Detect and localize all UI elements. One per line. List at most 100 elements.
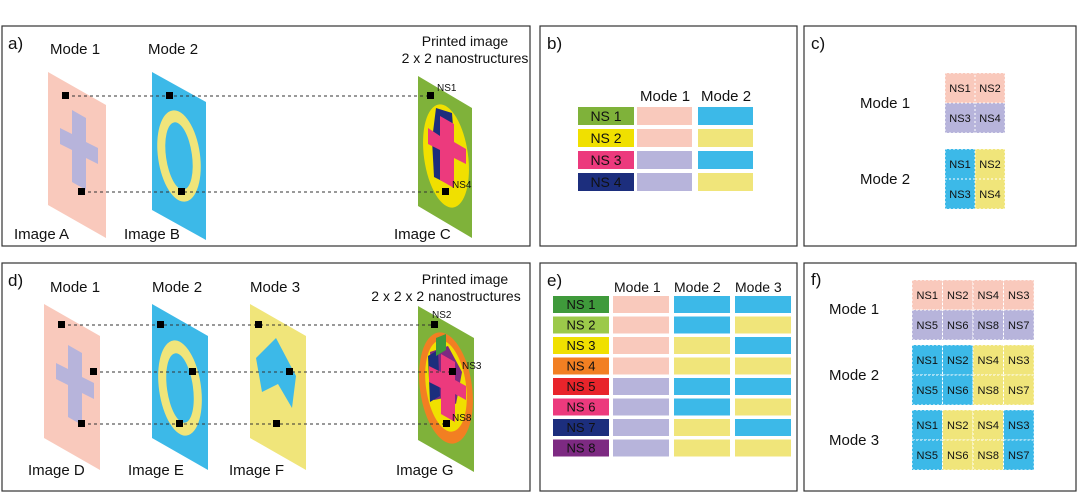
ns-label: NS 3 bbox=[567, 338, 596, 353]
grid-cell-label: NS8 bbox=[978, 320, 999, 332]
grid-cell bbox=[974, 72, 1006, 104]
mode1-cell bbox=[613, 296, 669, 313]
pixel-marker bbox=[431, 321, 438, 328]
grid-cell-label: NS5 bbox=[917, 385, 938, 397]
ns-swatch bbox=[553, 337, 609, 354]
grid-cell-label: NS1 bbox=[917, 420, 938, 432]
mode3-cell bbox=[735, 337, 791, 354]
image-g-darkgreen bbox=[436, 334, 446, 356]
mode1-cell bbox=[637, 129, 692, 147]
grid-cell-label: NS6 bbox=[947, 450, 968, 462]
mode3-cell bbox=[735, 398, 791, 416]
mode1-cell bbox=[613, 316, 669, 334]
panel-d-mode1-label: Mode 1 bbox=[50, 279, 100, 296]
grid-cell-label: NS3 bbox=[1008, 290, 1029, 302]
image-c-label: Image C bbox=[394, 226, 451, 243]
grid-cell-label: NS3 bbox=[1008, 355, 1029, 367]
panel-a-ns-top-label: NS1 bbox=[437, 83, 457, 94]
mode2-cell bbox=[674, 316, 730, 334]
pixel-marker bbox=[273, 420, 280, 427]
panel-d-printed-subtitle: 2 x 2 x 2 nanostructures bbox=[371, 288, 520, 304]
ns-label: NS 3 bbox=[590, 152, 621, 168]
pixel-marker bbox=[442, 188, 449, 195]
ns-swatch bbox=[553, 296, 609, 313]
image-e-ring-inner bbox=[166, 353, 194, 423]
grid-cell-label: NS4 bbox=[978, 290, 999, 302]
grid-cell bbox=[942, 279, 974, 311]
panel-e: e) Mode 1 Mode 2 Mode 3 NS 1NS 2NS 3NS 4… bbox=[539, 262, 798, 492]
panel-d-mode2-label: Mode 2 bbox=[152, 279, 202, 296]
grid-cell-label: NS1 bbox=[949, 159, 970, 171]
panel-f-letter: f) bbox=[811, 270, 821, 289]
panel-e-letter: e) bbox=[547, 271, 562, 290]
ns-label: NS 6 bbox=[567, 400, 596, 415]
grid-cell-label: NS3 bbox=[949, 113, 970, 125]
panel-d-ns-top-label: NS2 bbox=[432, 310, 452, 321]
mode1-cell bbox=[613, 378, 669, 395]
grid-cell-label: NS4 bbox=[979, 189, 1000, 201]
grid-cell-label: NS1 bbox=[917, 290, 938, 302]
grid-cell bbox=[974, 102, 1006, 134]
grid-cell bbox=[974, 148, 1006, 180]
mode2-cell bbox=[674, 357, 730, 375]
panel-d-ns-bottom-label: NS8 bbox=[452, 413, 472, 424]
ns-swatch bbox=[553, 378, 609, 395]
grid-cell-label: NS3 bbox=[1008, 420, 1029, 432]
pixel-marker bbox=[427, 92, 434, 99]
mode2-cell bbox=[674, 378, 730, 395]
image-b-label: Image B bbox=[124, 226, 180, 243]
grid-cell-label: NS2 bbox=[947, 355, 968, 367]
ns-swatch bbox=[553, 398, 609, 416]
ns-swatch bbox=[578, 129, 634, 147]
grid-cell bbox=[942, 374, 974, 406]
pixel-marker bbox=[78, 188, 85, 195]
pixel-marker bbox=[443, 420, 450, 427]
grid-cell bbox=[1003, 279, 1035, 311]
panel-a: a) Mode 1 Mode 2 Printed image 2 x 2 nan… bbox=[1, 25, 531, 247]
image-d-label: Image D bbox=[28, 462, 85, 479]
grid-cell-label: NS5 bbox=[917, 320, 938, 332]
mode2-cell bbox=[674, 296, 730, 313]
panel-c-mode1-label: Mode 1 bbox=[860, 95, 910, 112]
mode3-cell bbox=[735, 357, 791, 375]
mode2-cell bbox=[674, 337, 730, 354]
ns-swatch bbox=[553, 439, 609, 457]
grid-cell-label: NS1 bbox=[949, 83, 970, 95]
ns-swatch bbox=[553, 316, 609, 334]
grid-cell bbox=[972, 439, 1004, 471]
mode3-cell bbox=[735, 316, 791, 334]
mode1-cell bbox=[637, 151, 692, 169]
pixel-marker bbox=[90, 368, 97, 375]
pixel-marker bbox=[166, 92, 173, 99]
pixel-marker bbox=[176, 420, 183, 427]
ns-label: NS 5 bbox=[567, 379, 596, 394]
ns-label: NS 8 bbox=[567, 441, 596, 456]
image-c-cross bbox=[428, 116, 466, 188]
panel-b: b) Mode 1 Mode 2 NS 1NS 2NS 3NS 4 bbox=[539, 25, 798, 247]
panel-d-ns-mid-label: NS3 bbox=[462, 361, 482, 372]
ns-label: NS 1 bbox=[590, 108, 621, 124]
grid-cell bbox=[1003, 409, 1035, 441]
mode2-cell bbox=[674, 439, 730, 457]
ns-label: NS 2 bbox=[590, 130, 621, 146]
panel-e-col-mode3: Mode 3 bbox=[735, 279, 782, 295]
grid-cell bbox=[911, 409, 943, 441]
mode1-cell bbox=[613, 398, 669, 416]
grid-cell bbox=[1003, 309, 1035, 341]
panel-d-mode3-label: Mode 3 bbox=[250, 279, 300, 296]
grid-cell-label: NS2 bbox=[979, 83, 1000, 95]
image-g-cross bbox=[429, 354, 466, 422]
mode3-cell bbox=[735, 419, 791, 436]
grid-cell bbox=[1003, 374, 1035, 406]
pixel-marker bbox=[189, 368, 196, 375]
panel-c-letter: c) bbox=[811, 34, 825, 53]
panel-b-letter: b) bbox=[547, 34, 562, 53]
panel-f-mode3-label: Mode 3 bbox=[829, 432, 879, 449]
panel-d-printed-title: Printed image bbox=[422, 271, 509, 287]
panel-e-col-mode2: Mode 2 bbox=[674, 279, 721, 295]
grid-cell bbox=[972, 279, 1004, 311]
grid-cell-label: NS2 bbox=[979, 159, 1000, 171]
mode1-cell bbox=[613, 337, 669, 354]
ns-swatch bbox=[578, 107, 634, 125]
